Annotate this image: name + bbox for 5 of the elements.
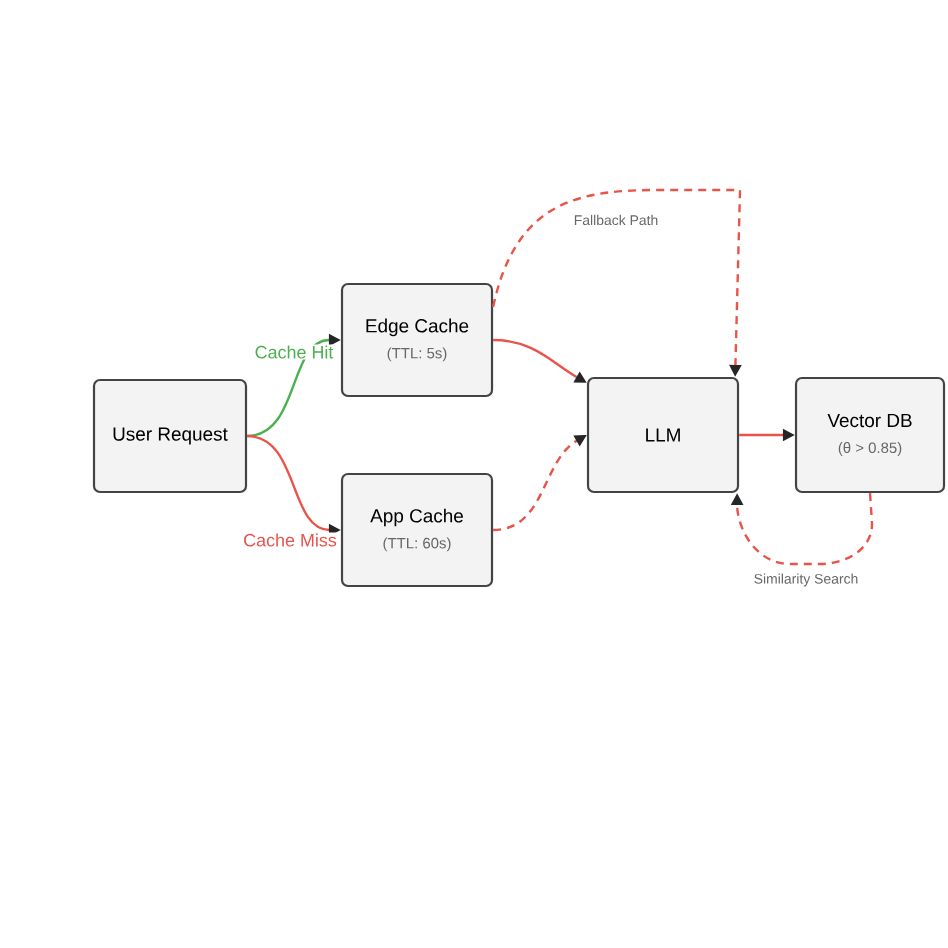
edge-label: Cache Miss — [242, 532, 338, 548]
edge-label: Cache Hit — [253, 344, 335, 360]
process-box: User Request — [92, 378, 248, 494]
process-box: LLM — [586, 376, 740, 494]
arrow — [730, 493, 874, 566]
